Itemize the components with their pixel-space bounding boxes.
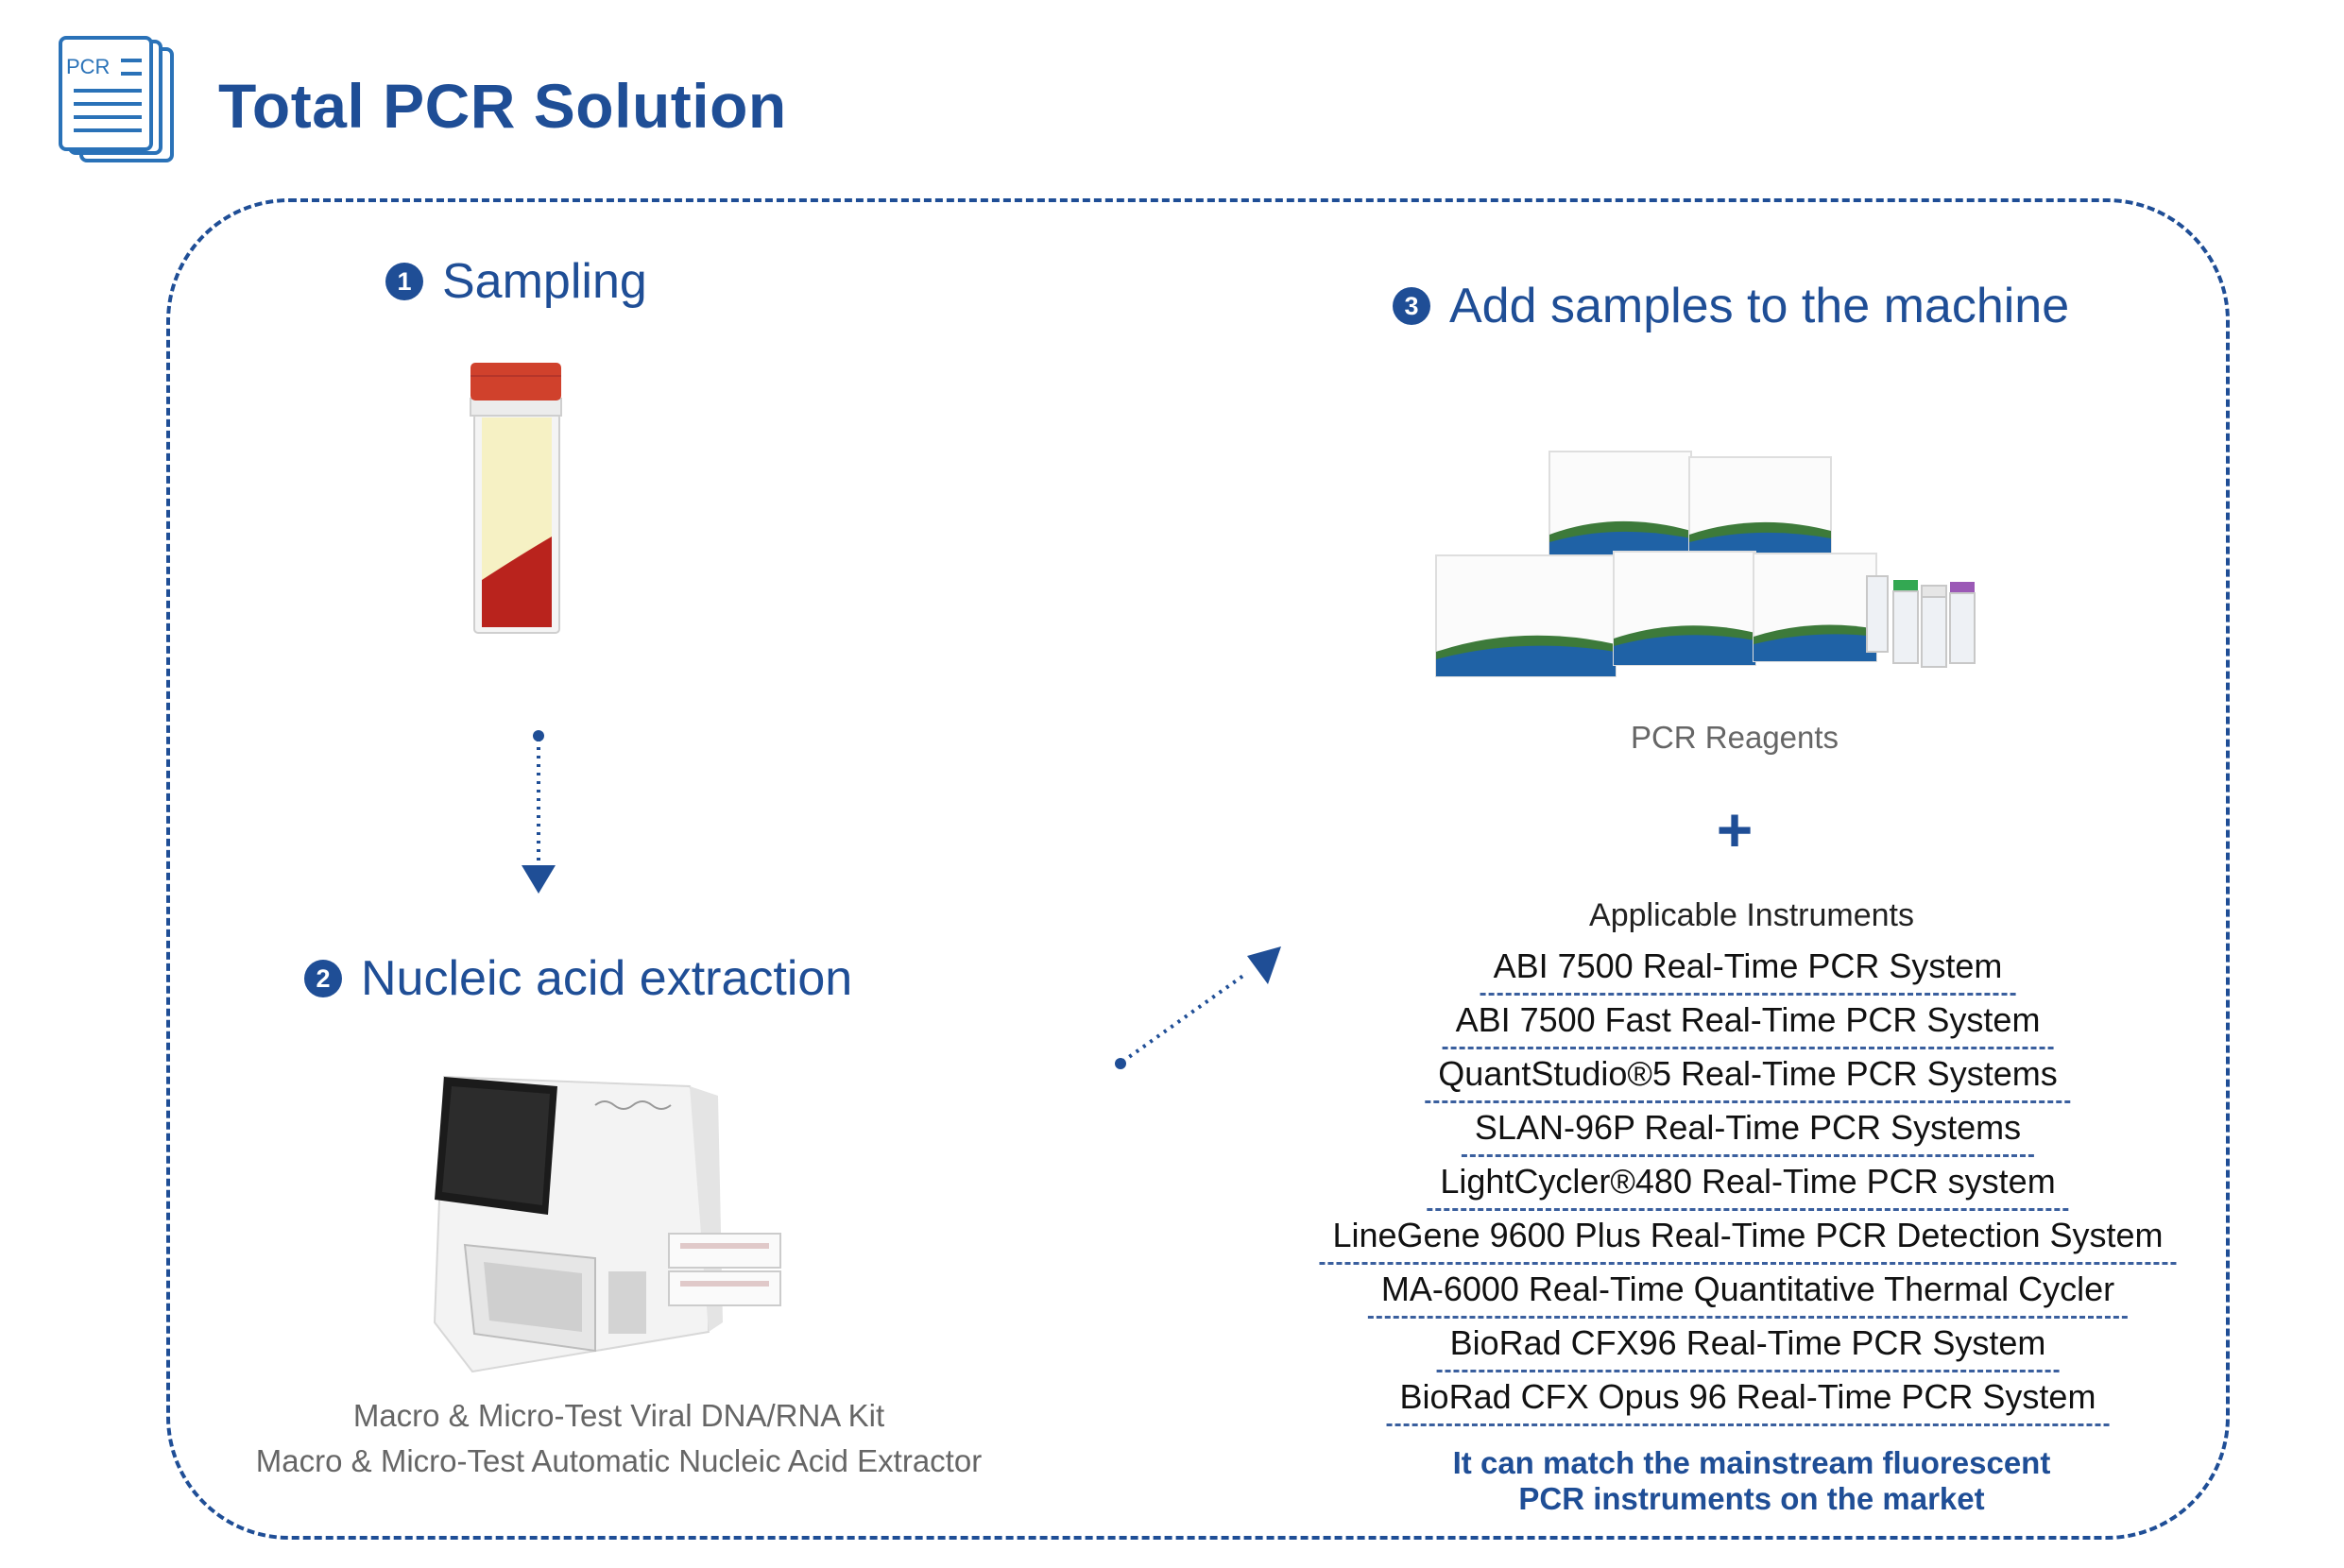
instrument-item: QuantStudio®5 Real-Time PCR Systems	[1425, 1054, 2071, 1103]
arrow-diagonal-connector	[1105, 943, 1294, 1075]
step-label: Nucleic acid extraction	[361, 951, 853, 1006]
step-extraction-heading: 2 Nucleic acid extraction	[304, 950, 852, 1007]
extraction-caption-line2: Macro & Micro-Test Automatic Nucleic Aci…	[255, 1443, 983, 1478]
step-label: Sampling	[442, 254, 647, 309]
extraction-caption-line1: Macro & Micro-Test Viral DNA/RNA Kit	[352, 1398, 885, 1433]
pcr-reagent-kits-image	[1427, 444, 1993, 699]
page-title: Total PCR Solution	[218, 71, 787, 141]
sample-tube-image	[463, 357, 576, 640]
compatibility-note-line1: It can match the mainstream fluorescent	[1452, 1445, 2051, 1480]
arrow-down-connector	[501, 727, 576, 897]
instrument-item: MA-6000 Real-Time Quantitative Thermal C…	[1367, 1270, 2129, 1319]
step-add-samples-heading: 3 Add samples to the machine	[1393, 278, 2069, 334]
step-number-badge: 1	[385, 263, 423, 300]
step-label: Add samples to the machine	[1449, 279, 2070, 333]
instrument-item: BioRad CFX Opus 96 Real-Time PCR System	[1386, 1377, 2110, 1426]
instrument-item: BioRad CFX96 Real-Time PCR System	[1436, 1323, 2060, 1372]
pcr-document-icon: PCR	[57, 36, 180, 166]
step-number-badge: 2	[304, 960, 342, 997]
instrument-item: ABI 7500 Fast Real-Time PCR System	[1442, 1000, 2054, 1049]
instrument-item: SLAN-96P Real-Time PCR Systems	[1461, 1108, 2035, 1157]
compatibility-note-line2: PCR instruments on the market	[1518, 1481, 1985, 1516]
nucleic-acid-extractor-image	[406, 1048, 813, 1379]
instrument-item: ABI 7500 Real-Time PCR System	[1480, 946, 2016, 996]
instrument-list: ABI 7500 Real-Time PCR System ABI 7500 F…	[1319, 946, 2177, 1438]
instrument-item: LightCycler®480 Real-Time PCR system	[1427, 1162, 2069, 1211]
step-sampling-heading: 1 Sampling	[385, 253, 647, 310]
solution-frame	[166, 198, 2230, 1540]
instruments-heading: Applicable Instruments	[1589, 897, 1914, 933]
plus-sign: +	[1716, 794, 1754, 864]
instrument-item: LineGene 9600 Plus Real-Time PCR Detecti…	[1319, 1216, 2177, 1265]
pcr-icon-label: PCR	[66, 55, 111, 78]
reagents-caption: PCR Reagents	[1630, 720, 1839, 755]
step-number-badge: 3	[1393, 287, 1430, 325]
